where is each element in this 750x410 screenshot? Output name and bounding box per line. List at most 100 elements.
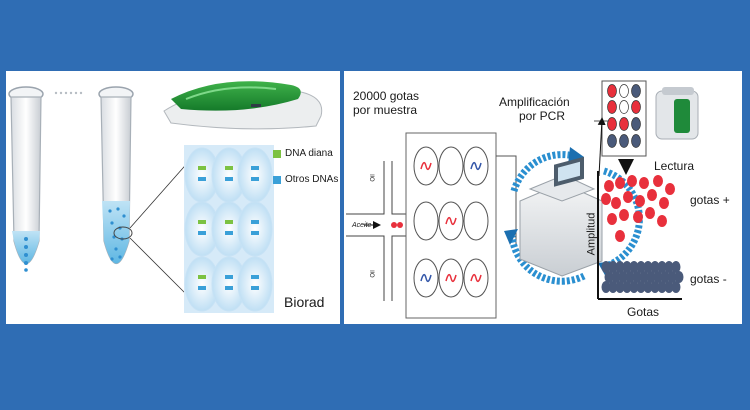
tube-2 [98, 86, 134, 264]
negative-droplet [674, 271, 684, 283]
droplet-generator-device [163, 81, 323, 130]
negative-droplet [643, 281, 653, 293]
negative-droplet [615, 261, 625, 273]
positive-droplet [601, 193, 611, 205]
dna-strand [445, 216, 457, 226]
positive-droplet [607, 213, 617, 225]
negative-droplet [608, 281, 618, 293]
dna-fragment [198, 166, 206, 170]
negative-droplet [632, 271, 642, 283]
dna-fragment [225, 231, 233, 235]
positive-droplet [611, 197, 621, 209]
negative-droplet [657, 281, 667, 293]
droplets-per-sample-line1: 20000 gotas [353, 89, 420, 103]
dna-strand [470, 161, 482, 171]
dna-fragment [198, 275, 206, 279]
dna-fragment [251, 231, 259, 235]
dna-strand [420, 161, 432, 171]
negative-droplet [650, 281, 660, 293]
dna-fragment [251, 286, 259, 290]
negative-droplets [601, 261, 684, 293]
left-panel: DNA diana Otros DNAs Biorad [6, 71, 340, 324]
negative-droplet [615, 281, 625, 293]
inlet-label: Aceite [352, 222, 372, 229]
negative-droplet [667, 271, 677, 283]
positive-droplet [615, 177, 625, 189]
negative-droplet [639, 271, 649, 283]
negative-droplets-label: gotas - [690, 272, 727, 286]
positive-droplet [639, 177, 649, 189]
well-droplet [438, 146, 464, 186]
reader-droplet [619, 84, 629, 98]
dna-fragment [198, 286, 206, 290]
negative-droplet [629, 281, 639, 293]
microfluidic-chip [346, 161, 406, 301]
pcr-thermocycler [519, 156, 603, 277]
dna-fragment [251, 166, 259, 170]
dna-fragment [198, 177, 206, 181]
negative-droplet [622, 261, 632, 273]
legend-label-target: DNA diana [285, 148, 333, 159]
negative-droplet [625, 271, 635, 283]
dna-strand [420, 273, 432, 283]
reader-droplet [631, 100, 641, 114]
positive-droplet [653, 175, 663, 187]
channel-label-bottom: Oil [370, 270, 377, 278]
dna-strand [470, 273, 482, 283]
reader-droplet [619, 100, 629, 114]
negative-droplet [601, 281, 611, 293]
reader-droplet [607, 117, 617, 131]
positive-droplet [633, 211, 643, 223]
reader-droplet [631, 134, 641, 148]
negative-droplet [622, 281, 632, 293]
y-axis-label: Amplitud [585, 212, 598, 256]
dna-fragment [251, 220, 259, 224]
pcr-label-line1: Amplificación [499, 95, 570, 109]
negative-droplet [664, 261, 674, 273]
positive-droplets-label: gotas + [690, 193, 730, 207]
right-illustration [346, 80, 699, 319]
reader-droplet [607, 134, 617, 148]
reader-droplet [607, 84, 617, 98]
reader-droplet [631, 84, 641, 98]
well-droplet [413, 201, 439, 241]
dna-fragment [225, 275, 233, 279]
negative-droplet [643, 261, 653, 273]
reader-droplet [631, 117, 641, 131]
positive-droplet [623, 191, 633, 203]
reading-label: Lectura [654, 159, 695, 173]
dna-fragment [251, 177, 259, 181]
positive-droplet [645, 207, 655, 219]
negative-droplet [636, 281, 646, 293]
legend-swatch-target [273, 150, 281, 158]
dna-strand [445, 273, 457, 283]
reader-droplet [619, 134, 629, 148]
x-axis-label: Gotas [627, 305, 660, 319]
negative-droplet [657, 261, 667, 273]
negative-droplet [611, 271, 621, 283]
negative-droplet [646, 271, 656, 283]
droplet-stream [54, 91, 83, 95]
positive-droplet [647, 189, 657, 201]
negative-droplet [629, 261, 639, 273]
negative-droplet [650, 261, 660, 273]
right-panel: 20000 gotas por muestra Amplificación po… [344, 71, 742, 324]
negative-droplet [660, 271, 670, 283]
well-droplet [463, 201, 489, 241]
negative-droplet [618, 271, 628, 283]
positive-droplet [665, 183, 675, 195]
positive-droplet [619, 209, 629, 221]
grid-droplet [237, 256, 273, 312]
droplets-per-sample-line2: por muestra [353, 103, 418, 117]
dna-fragment [251, 275, 259, 279]
credit-label: Biorad [284, 294, 325, 310]
dna-fragment [225, 177, 233, 181]
tube-1 [8, 86, 44, 272]
negative-droplet [601, 261, 611, 273]
negative-droplet [608, 261, 618, 273]
channel-label-top: Oil [370, 174, 377, 182]
droplet-reader-device [655, 87, 699, 140]
negative-droplet [671, 281, 681, 293]
reader-droplet [619, 117, 629, 131]
negative-droplet [604, 271, 614, 283]
